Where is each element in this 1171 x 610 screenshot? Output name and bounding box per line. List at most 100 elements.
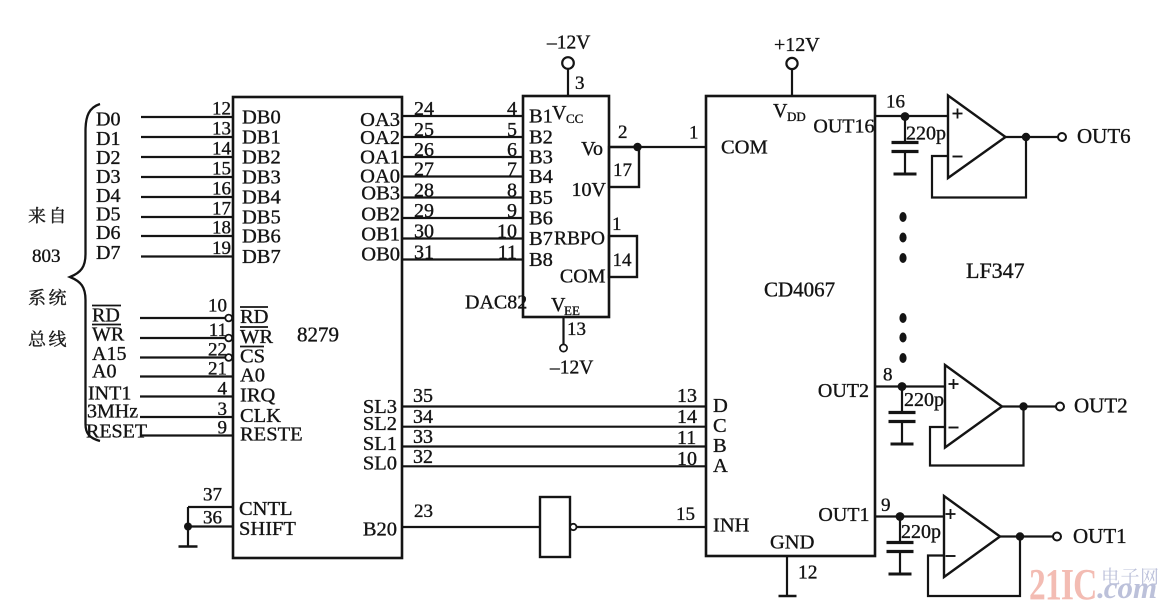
svg-text:3: 3 bbox=[218, 399, 228, 420]
svg-text:27: 27 bbox=[414, 159, 434, 181]
svg-text:SL1: SL1 bbox=[363, 433, 397, 455]
svg-text:OUT1: OUT1 bbox=[1073, 524, 1127, 548]
svg-text:DD: DD bbox=[787, 109, 806, 124]
svg-text:INH: INH bbox=[713, 515, 750, 537]
svg-text:EE: EE bbox=[564, 303, 580, 318]
svg-text:SHIFT: SHIFT bbox=[239, 518, 296, 540]
svg-text:B2: B2 bbox=[529, 127, 553, 149]
svg-text:D4: D4 bbox=[96, 185, 120, 207]
svg-text:DB2: DB2 bbox=[242, 147, 281, 169]
svg-text:–12V: –12V bbox=[546, 33, 590, 54]
svg-text:8: 8 bbox=[883, 365, 893, 386]
svg-text:28: 28 bbox=[414, 180, 434, 202]
svg-text:D6: D6 bbox=[96, 222, 120, 244]
svg-text:B1: B1 bbox=[529, 106, 553, 128]
svg-text:Vo: Vo bbox=[581, 138, 603, 160]
svg-text:OB3: OB3 bbox=[361, 183, 400, 205]
svg-text:5: 5 bbox=[507, 119, 517, 141]
svg-text:DB7: DB7 bbox=[242, 246, 281, 268]
svg-text:SL3: SL3 bbox=[363, 396, 397, 418]
svg-text:12: 12 bbox=[212, 99, 231, 120]
svg-text:11: 11 bbox=[209, 320, 227, 341]
svg-text:10: 10 bbox=[497, 221, 517, 243]
svg-text:9: 9 bbox=[881, 495, 891, 516]
svg-text:DAC82: DAC82 bbox=[465, 292, 527, 314]
svg-text:26: 26 bbox=[414, 139, 434, 161]
svg-text:36: 36 bbox=[203, 508, 222, 529]
svg-text:15: 15 bbox=[212, 159, 231, 180]
svg-text:GND: GND bbox=[770, 532, 814, 554]
svg-text:34: 34 bbox=[413, 406, 433, 428]
svg-text:V: V bbox=[552, 102, 567, 124]
svg-text:DB0: DB0 bbox=[242, 107, 281, 129]
svg-text:13: 13 bbox=[212, 119, 231, 140]
svg-text:OUT2: OUT2 bbox=[818, 380, 869, 402]
svg-text:COM: COM bbox=[721, 137, 768, 159]
svg-text:8: 8 bbox=[507, 180, 517, 202]
svg-text:803: 803 bbox=[32, 246, 61, 267]
svg-text:SL0: SL0 bbox=[363, 453, 397, 475]
svg-text:DB4: DB4 bbox=[242, 187, 281, 209]
svg-text:1: 1 bbox=[689, 123, 699, 144]
svg-text:LF347: LF347 bbox=[966, 258, 1025, 283]
svg-text:B4: B4 bbox=[529, 166, 553, 188]
svg-text:11: 11 bbox=[677, 427, 696, 449]
svg-text:OA0: OA0 bbox=[360, 166, 400, 188]
svg-text:DB6: DB6 bbox=[242, 226, 281, 248]
svg-text:8279: 8279 bbox=[297, 323, 339, 347]
svg-text:A0: A0 bbox=[92, 361, 116, 383]
svg-text:10: 10 bbox=[208, 296, 227, 317]
svg-text:17: 17 bbox=[613, 160, 632, 181]
svg-text:OUT2: OUT2 bbox=[1074, 394, 1128, 418]
svg-text:220p: 220p bbox=[906, 123, 946, 145]
svg-text:D2: D2 bbox=[96, 147, 120, 169]
svg-text:C: C bbox=[713, 415, 727, 437]
svg-text:19: 19 bbox=[212, 238, 231, 259]
svg-text:RD: RD bbox=[240, 306, 268, 328]
svg-text:OA3: OA3 bbox=[360, 109, 400, 131]
svg-text:6: 6 bbox=[507, 139, 517, 161]
svg-text:35: 35 bbox=[413, 385, 433, 407]
svg-text:.com: .com bbox=[1096, 570, 1157, 605]
svg-text:9: 9 bbox=[507, 200, 517, 222]
svg-text:23: 23 bbox=[414, 501, 433, 522]
svg-text:OB0: OB0 bbox=[361, 244, 400, 266]
svg-text:DB3: DB3 bbox=[242, 167, 281, 189]
svg-text:2: 2 bbox=[618, 122, 628, 143]
svg-text:CC: CC bbox=[566, 111, 583, 126]
svg-text:37: 37 bbox=[203, 485, 222, 506]
svg-text:12: 12 bbox=[798, 563, 818, 584]
svg-text:CLK: CLK bbox=[240, 405, 281, 427]
svg-text:31: 31 bbox=[414, 242, 434, 264]
svg-text:OUT16: OUT16 bbox=[813, 116, 874, 138]
svg-text:16: 16 bbox=[212, 179, 231, 200]
svg-text:B: B bbox=[713, 435, 727, 457]
svg-text:D5: D5 bbox=[96, 204, 120, 226]
svg-text:21IC: 21IC bbox=[1029, 561, 1097, 609]
svg-text:D: D bbox=[713, 395, 728, 417]
svg-text:V: V bbox=[551, 294, 566, 316]
svg-text:24: 24 bbox=[414, 98, 434, 120]
svg-text:25: 25 bbox=[414, 119, 434, 141]
svg-text:COM: COM bbox=[560, 266, 606, 288]
svg-text:A15: A15 bbox=[92, 343, 126, 365]
svg-text:OA2: OA2 bbox=[360, 127, 400, 149]
svg-text:CNTL: CNTL bbox=[239, 498, 293, 520]
svg-text:29: 29 bbox=[414, 200, 434, 222]
svg-text:3: 3 bbox=[575, 73, 585, 94]
svg-text:B8: B8 bbox=[529, 249, 553, 271]
svg-text:A: A bbox=[713, 455, 728, 477]
svg-text:13: 13 bbox=[567, 319, 586, 340]
svg-text:SL2: SL2 bbox=[363, 413, 397, 435]
svg-text:B20: B20 bbox=[363, 519, 397, 541]
svg-text:D7: D7 bbox=[96, 242, 120, 264]
svg-text:10: 10 bbox=[677, 448, 697, 470]
svg-text:WR: WR bbox=[92, 324, 125, 346]
svg-text:RD: RD bbox=[92, 305, 120, 327]
svg-text:11: 11 bbox=[498, 242, 517, 264]
svg-text:7: 7 bbox=[507, 159, 517, 181]
svg-text:9: 9 bbox=[218, 417, 228, 438]
svg-text:OUT1: OUT1 bbox=[818, 504, 869, 526]
svg-text:21: 21 bbox=[208, 358, 227, 379]
svg-text:OB2: OB2 bbox=[361, 204, 400, 226]
